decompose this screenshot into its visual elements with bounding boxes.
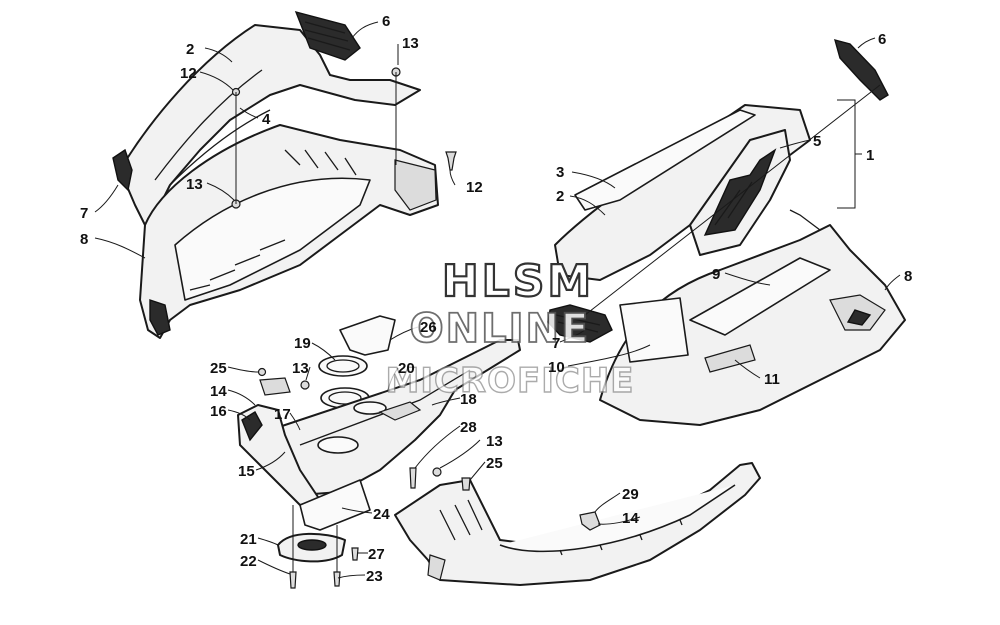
- callout-1: 1: [866, 147, 874, 164]
- callout-20: 20: [398, 360, 415, 377]
- part-24-mount-bracket: [299, 479, 371, 531]
- callout-12-left: 12: [180, 65, 197, 82]
- callout-14-right: 14: [622, 510, 639, 527]
- fastener-12-right: [445, 151, 457, 171]
- callout-13-left: 13: [186, 176, 203, 193]
- callout-15: 15: [238, 463, 255, 480]
- callout-7-center: 7: [552, 335, 560, 352]
- fastener-13-console: [300, 380, 310, 390]
- callout-9: 9: [712, 266, 720, 283]
- callout-8-left: 8: [80, 231, 88, 248]
- callout-14-left: 14: [210, 383, 227, 400]
- callout-16: 16: [210, 403, 227, 420]
- part-14-belly-pan: [394, 462, 761, 586]
- watermark: HLSM ONLINE MICROFICHE: [385, 255, 634, 402]
- lower-right-assembly: [394, 462, 761, 586]
- fastener-13-right: [432, 467, 442, 477]
- callout-17: 17: [274, 406, 291, 423]
- part-8-nosepan-right: [599, 224, 906, 426]
- callout-23: 23: [366, 568, 383, 585]
- part-7-small-grille-left: [112, 148, 133, 192]
- callout-7-left: 7: [80, 205, 88, 222]
- part-11-trim-strip: [704, 344, 756, 373]
- part-7-small-grille-center: [547, 304, 613, 343]
- fastener-25-left: [257, 367, 267, 377]
- watermark-line-3: MICROFICHE: [385, 361, 634, 401]
- callout-29: 29: [622, 486, 639, 503]
- part-19-seal-upper: [318, 355, 368, 377]
- leader-lines: [94, 21, 901, 579]
- part-9-panel-insert: [689, 257, 831, 336]
- callout-24: 24: [373, 506, 390, 523]
- fastener-23: [333, 571, 341, 587]
- callout-25-left: 25: [210, 360, 227, 377]
- callout-28: 28: [460, 419, 477, 436]
- callout-10: 10: [548, 359, 565, 376]
- part-2-upper-side-panel: [119, 24, 421, 226]
- upper-left-assembly: [112, 10, 457, 339]
- callout-27: 27: [368, 546, 385, 563]
- callout-13-right: 13: [486, 433, 503, 450]
- upper-right-assembly: [547, 39, 906, 426]
- callout-21: 21: [240, 531, 257, 548]
- callout-22: 22: [240, 553, 257, 570]
- callouts: 6 13 2 12 4 13 12 7 8 6 5 1 3 2 9 8 7 10…: [80, 13, 912, 585]
- callout-6-left: 6: [382, 13, 390, 30]
- callout-5: 5: [813, 133, 821, 150]
- callout-13-console: 13: [292, 360, 309, 377]
- lower-left-assembly: [237, 315, 521, 589]
- part-10-side-panel: [619, 297, 689, 363]
- fastener-25-right: [461, 477, 471, 491]
- fastener-28: [409, 467, 417, 489]
- callout-6-right: 6: [878, 31, 886, 48]
- part-29-clip: [579, 511, 601, 531]
- callout-18: 18: [460, 391, 477, 408]
- callout-11: 11: [764, 371, 780, 388]
- callout-8-right: 8: [904, 268, 912, 285]
- fastener-22: [289, 571, 297, 589]
- callout-25-right: 25: [486, 455, 503, 472]
- callout-12-right: 12: [466, 179, 483, 196]
- callout-2-right: 2: [556, 188, 564, 205]
- watermark-line-2: ONLINE: [410, 306, 591, 352]
- watermark-line-1: HLSM: [442, 256, 594, 307]
- callout-4: 4: [262, 111, 271, 128]
- callout-3: 3: [556, 164, 564, 181]
- part-6-vent-grille-right: [833, 39, 889, 101]
- callout-2-left: 2: [186, 41, 194, 58]
- part-3-decal: [574, 109, 756, 211]
- part-26-panel: [339, 315, 396, 356]
- callout-19: 19: [294, 335, 311, 352]
- callout-26: 26: [420, 319, 437, 336]
- fastener-27: [351, 547, 359, 561]
- callout-13-top: 13: [402, 35, 419, 52]
